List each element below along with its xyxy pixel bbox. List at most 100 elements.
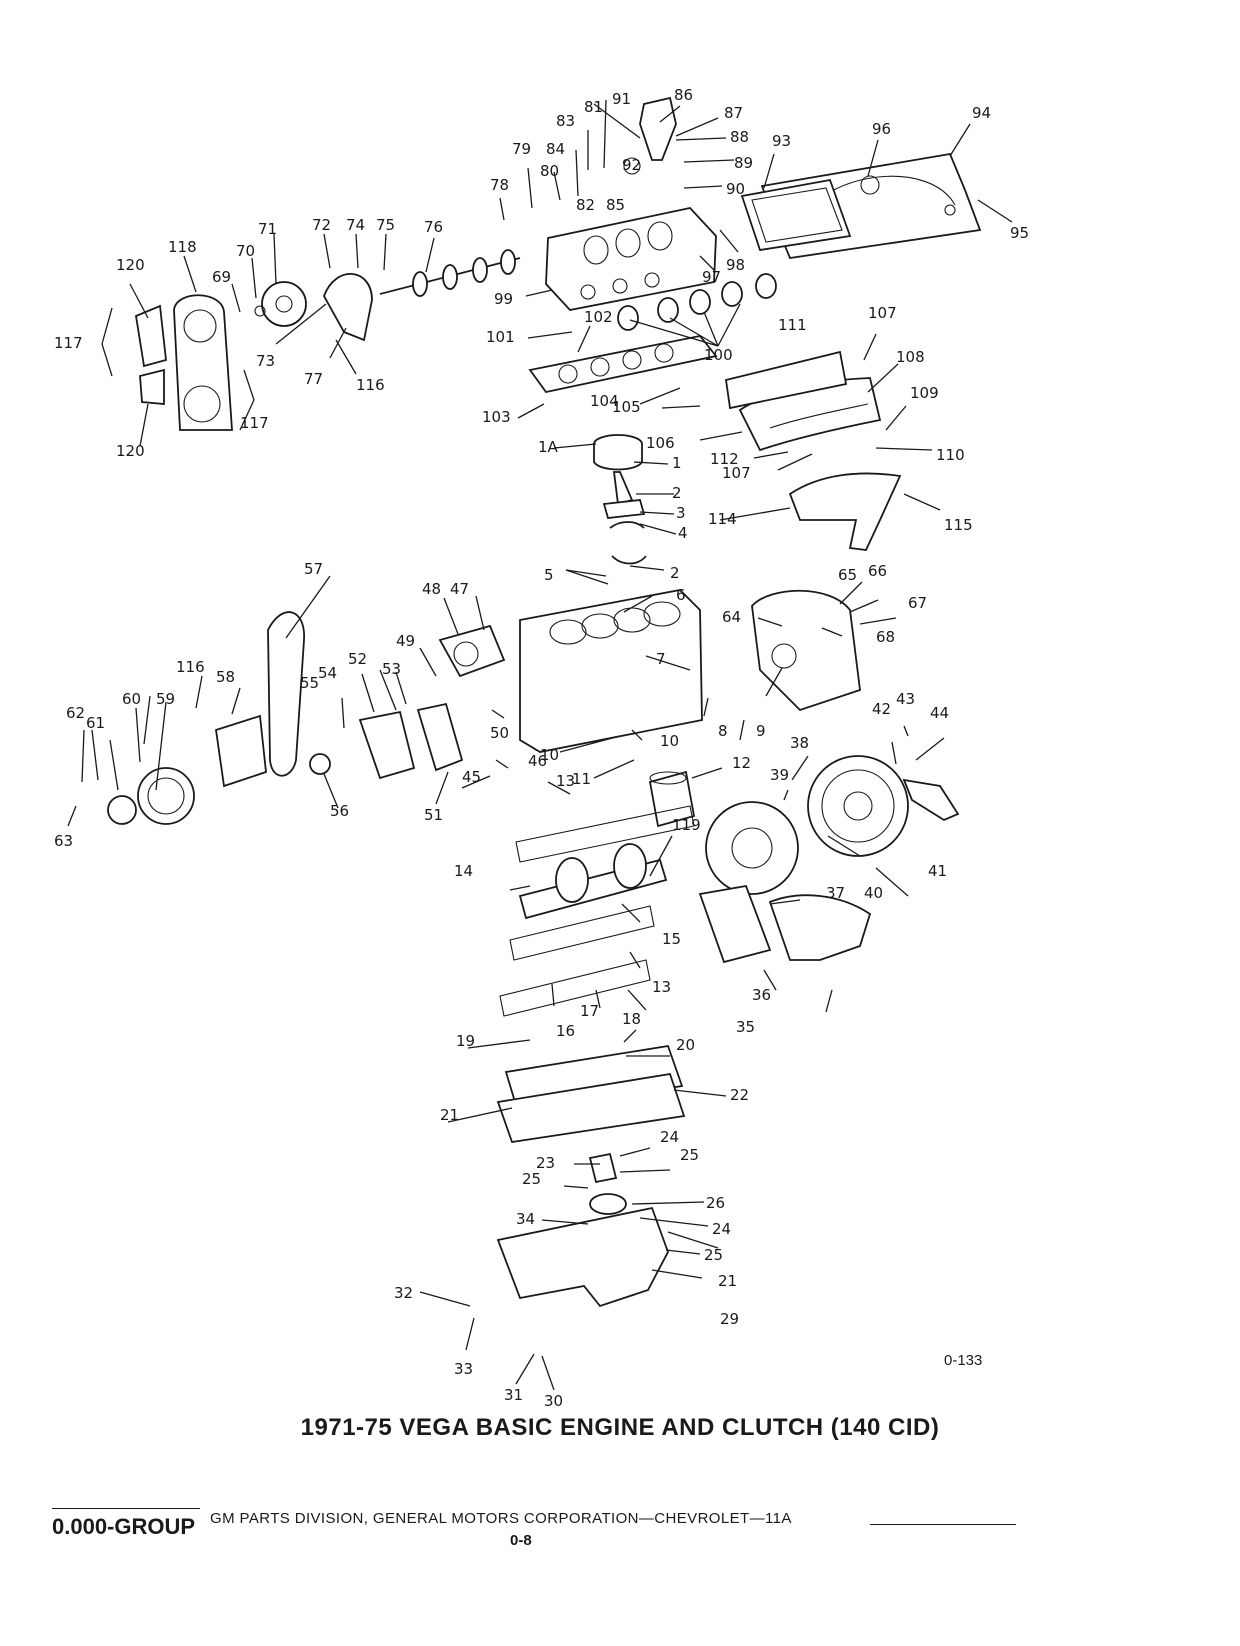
callout-68: 68 <box>876 628 895 646</box>
callout-32: 32 <box>394 1284 413 1302</box>
callout-34: 34 <box>516 1210 535 1228</box>
callout-2-bottom: 2 <box>670 564 680 582</box>
callout-40: 40 <box>864 884 883 902</box>
oil-pickup <box>588 1152 627 1215</box>
main-bearings-upper <box>515 805 695 863</box>
callout-14: 14 <box>454 862 473 880</box>
callout-120-top: 120 <box>116 256 145 274</box>
callout-21-bottom: 21 <box>718 1272 737 1290</box>
callout-61: 61 <box>86 714 105 732</box>
callout-1: 1 <box>672 454 682 472</box>
callout-107-bottom: 107 <box>722 464 751 482</box>
callout-45: 45 <box>462 768 481 786</box>
distributor <box>623 96 677 175</box>
callout-105: 105 <box>612 398 641 416</box>
callout-65: 65 <box>838 566 857 584</box>
callout-42: 42 <box>872 700 891 718</box>
group-label: 0.000-GROUP <box>52 1514 196 1539</box>
exhaust-manifold-gasket <box>724 350 848 410</box>
valve-seals-row <box>617 273 777 331</box>
callout-23: 23 <box>536 1154 555 1172</box>
leader-lines <box>67 99 1013 1391</box>
callout-74: 74 <box>346 216 365 234</box>
callout-63: 63 <box>54 832 73 850</box>
page-title: 1971-75 VEGA BASIC ENGINE AND CLUTCH (14… <box>300 1414 940 1441</box>
callout-25-top: 25 <box>680 1146 699 1164</box>
callout-9: 9 <box>756 722 766 740</box>
callout-15: 15 <box>662 930 681 948</box>
callout-44: 44 <box>930 704 949 722</box>
tensioner-pulley <box>309 753 331 775</box>
callout-78: 78 <box>490 176 509 194</box>
callout-31: 31 <box>504 1386 523 1404</box>
callout-117-right: 117 <box>240 414 269 432</box>
camshaft <box>379 249 521 297</box>
callout-116-top: 116 <box>356 376 385 394</box>
water-pump <box>438 624 506 678</box>
callout-86: 86 <box>674 86 693 104</box>
callout-93: 93 <box>772 132 791 150</box>
camshaft-housing <box>545 207 717 311</box>
callout-58: 58 <box>216 668 235 686</box>
callout-13-top: 13 <box>556 772 575 790</box>
callout-53: 53 <box>382 660 401 678</box>
callout-87: 87 <box>724 104 743 122</box>
timing-belt-cover-upper <box>323 273 373 342</box>
callout-62: 62 <box>66 704 85 722</box>
callout-88: 88 <box>730 128 749 146</box>
callout-103: 103 <box>482 408 511 426</box>
callout-96: 96 <box>872 120 891 138</box>
callout-90: 90 <box>726 180 745 198</box>
callout-38: 38 <box>790 734 809 752</box>
callout-114: 114 <box>708 510 737 528</box>
callout-24-top: 24 <box>660 1128 679 1146</box>
callout-115: 115 <box>944 516 973 534</box>
callout-97: 97 <box>702 268 721 286</box>
callout-17: 17 <box>580 1002 599 1020</box>
callout-73: 73 <box>256 352 275 370</box>
flywheel <box>705 801 799 895</box>
callout-91: 91 <box>612 90 631 108</box>
callout-112: 112 <box>710 450 739 468</box>
callout-22: 22 <box>730 1086 749 1104</box>
callout-10-right: 10 <box>660 732 679 750</box>
callout-109: 109 <box>910 384 939 402</box>
callout-39: 39 <box>770 766 789 784</box>
callout-37: 37 <box>826 884 845 902</box>
callout-101: 101 <box>486 328 515 346</box>
callout-107-top: 107 <box>868 304 897 322</box>
callout-98: 98 <box>726 256 745 274</box>
callout-8: 8 <box>718 722 728 740</box>
callout-108: 108 <box>896 348 925 366</box>
callout-18: 18 <box>622 1010 641 1028</box>
callout-12: 12 <box>732 754 751 772</box>
oil-pan-gasket-baffle <box>698 884 872 964</box>
callout-94: 94 <box>972 104 991 122</box>
callout-21-top: 21 <box>440 1106 459 1124</box>
callout-119: 119 <box>672 816 701 834</box>
clutch-pressure-plate <box>807 755 909 857</box>
callout-70: 70 <box>236 242 255 260</box>
callout-26: 26 <box>706 1194 725 1212</box>
timing-belt <box>267 611 305 777</box>
callout-49: 49 <box>396 632 415 650</box>
callout-110: 110 <box>936 446 965 464</box>
oil-pump <box>358 702 464 780</box>
callout-79: 79 <box>512 140 531 158</box>
callout-118: 118 <box>168 238 197 256</box>
callout-47: 47 <box>450 580 469 598</box>
callout-89: 89 <box>734 154 753 172</box>
release-fork <box>902 778 960 822</box>
callout-20: 20 <box>676 1036 695 1054</box>
callout-75: 75 <box>376 216 395 234</box>
timing-belt-cover-front <box>134 294 233 431</box>
callout-120-bottom: 120 <box>116 442 145 460</box>
callout-92: 92 <box>622 156 641 174</box>
callout-99: 99 <box>494 290 513 308</box>
callout-5: 5 <box>544 566 554 584</box>
callout-60: 60 <box>122 690 141 708</box>
crankshaft-pulley <box>137 767 195 825</box>
callout-29: 29 <box>720 1310 739 1328</box>
callout-82: 82 <box>576 196 595 214</box>
